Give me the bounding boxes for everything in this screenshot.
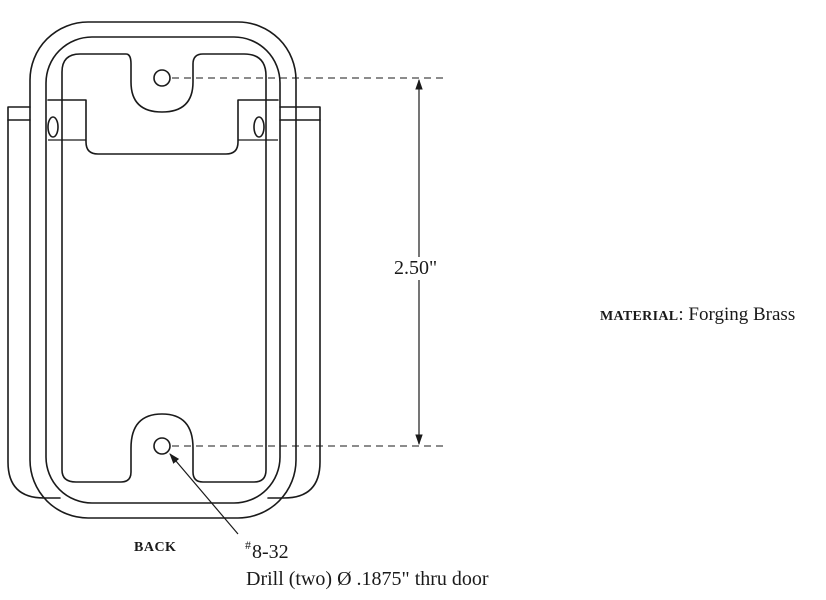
material-separator: : [678,304,689,325]
material-key: MATERIAL [600,309,679,324]
view-label: BACK [134,540,177,555]
drill-note: Drill (two) Ø .1875" thru door [246,568,489,590]
side-plates [7,106,321,499]
bottom-screw-hole [153,437,171,455]
upper-boss-plate [47,99,279,155]
top-screw-hole [153,69,171,87]
screw-number-prefix: # [245,538,251,552]
right-pin-hole [253,116,265,138]
left-pin-hole [47,116,59,138]
screw-leader-line [169,453,239,535]
material-value: Forging Brass [688,304,796,325]
outer-frame [29,21,297,519]
screw-spec: #8-32 [245,538,289,564]
material-note: MATERIAL: Forging Brass [600,304,795,326]
dimension-label: 2.50" [392,257,440,280]
inner-cavity-outline [61,53,267,483]
screw-size: 8-32 [252,541,289,563]
